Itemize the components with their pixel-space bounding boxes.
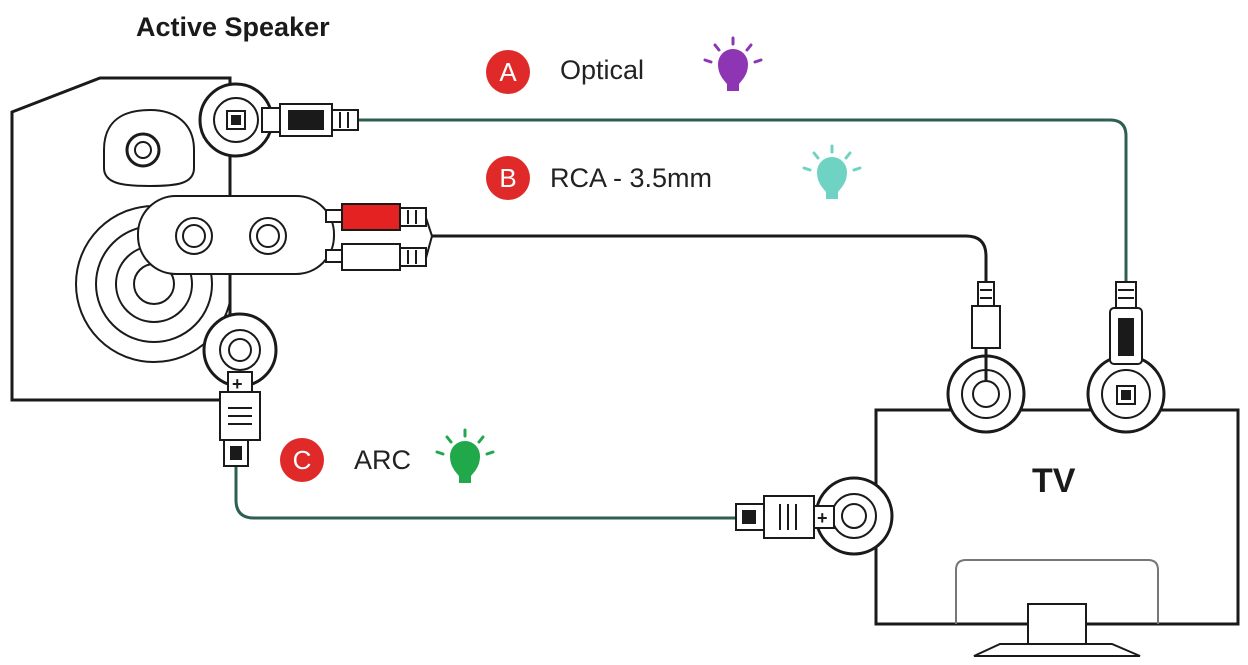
tv-optical-port (1086, 354, 1166, 434)
connection-b-label: RCA - 3.5mm (550, 163, 712, 193)
badge-a (486, 50, 530, 94)
svg-text:+: + (817, 508, 828, 528)
rca-cable (325, 203, 1001, 380)
svg-text:+: + (232, 374, 243, 394)
connection-c-label: ARC (354, 445, 411, 475)
hdmi-cable-line (234, 466, 736, 520)
hdmi-arc-cable: + + (219, 371, 835, 539)
connection-a-label: Optical (560, 55, 644, 85)
tv-body (874, 408, 1240, 626)
badge-c-letter: C (293, 445, 312, 475)
diagram-title: Active Speaker (136, 12, 330, 42)
optical-cable (261, 103, 1143, 365)
connection-c: C ARC (280, 428, 495, 483)
tv-label: TV (1032, 462, 1076, 500)
badge-b (486, 156, 530, 200)
rca-cable-line (432, 234, 988, 282)
badge-b-letter: B (499, 163, 516, 193)
badge-a-letter: A (499, 57, 517, 87)
optical-cable-line (358, 118, 1128, 282)
led-bulb-icon (703, 36, 763, 91)
tv-aux-port (946, 354, 1026, 434)
tv-stand (955, 559, 1159, 657)
tv-hdmi-port (814, 476, 894, 556)
tv: TV (814, 354, 1240, 657)
active-speaker (10, 76, 335, 402)
led-bulb-icon (435, 428, 495, 483)
connection-a: A Optical (486, 36, 763, 94)
speaker-rca-panel (137, 195, 335, 275)
speaker-hdmi-port (202, 312, 278, 388)
connection-b: B RCA - 3.5mm (486, 144, 862, 200)
led-bulb-icon (802, 144, 862, 199)
badge-c (280, 438, 324, 482)
speaker-optical-port (198, 82, 274, 158)
